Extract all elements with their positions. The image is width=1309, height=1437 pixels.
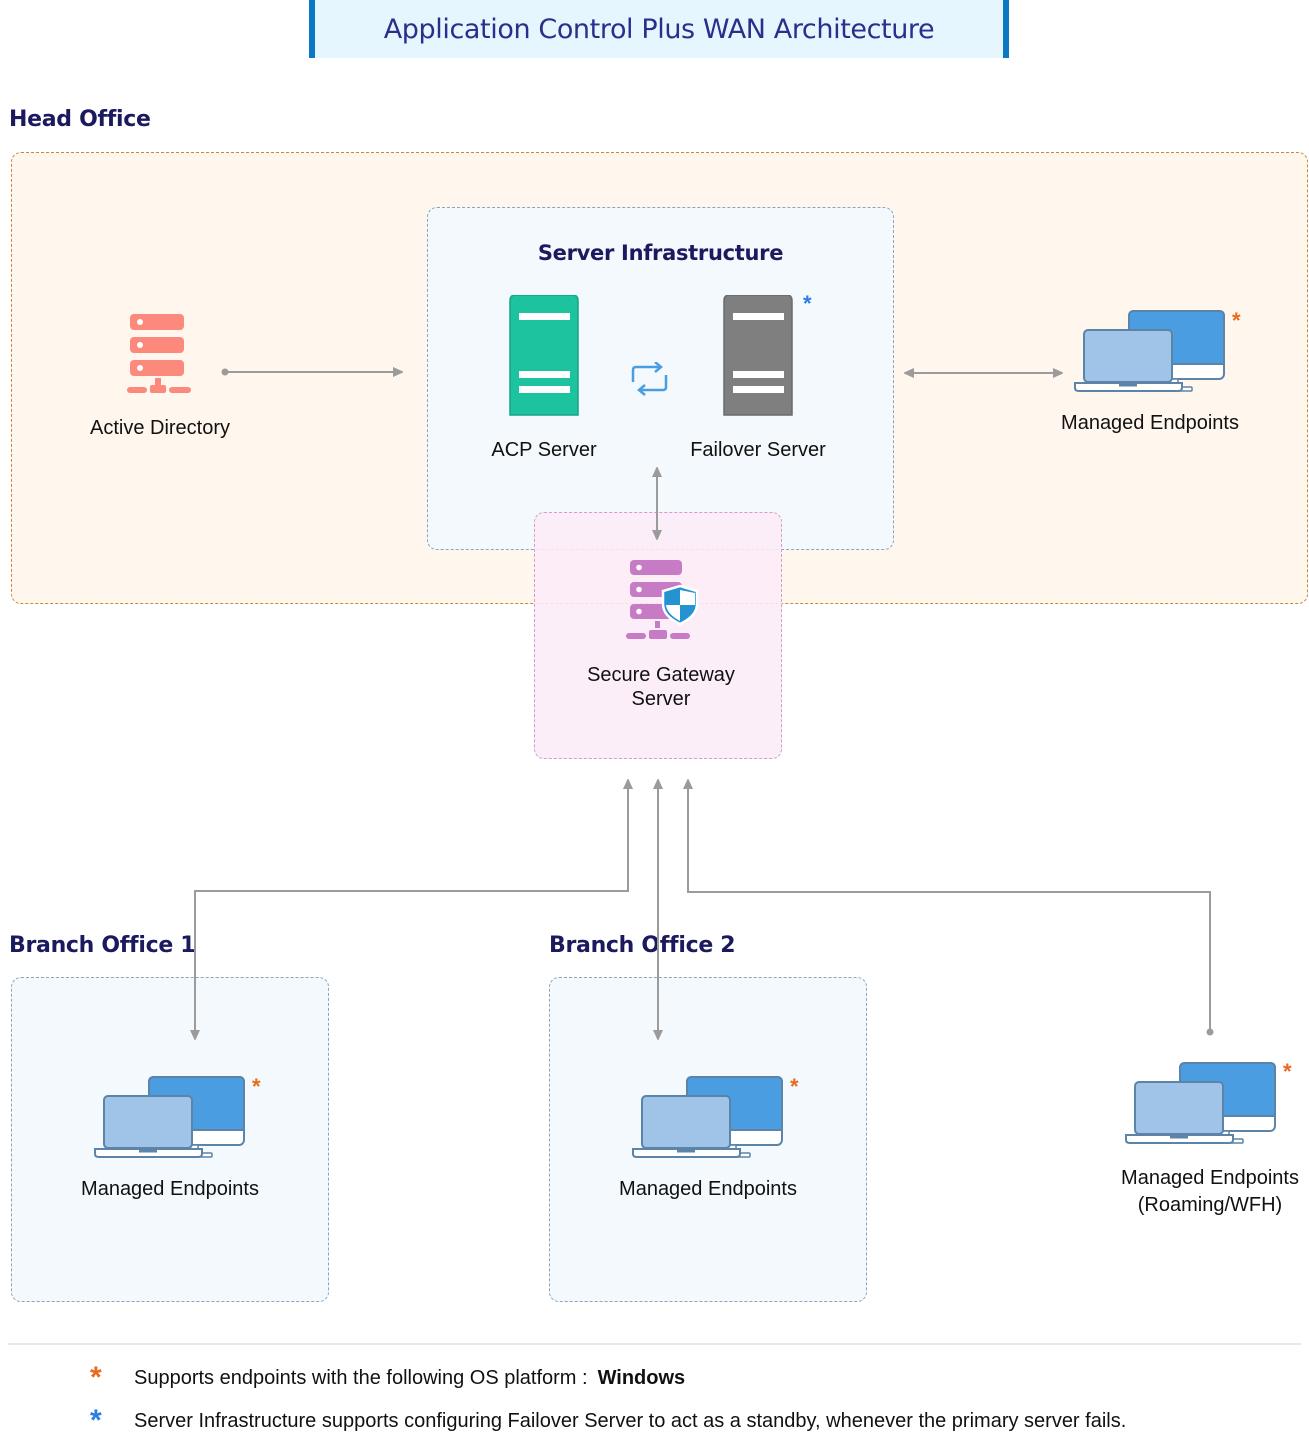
secure-gateway-label-line2: Server	[631, 688, 691, 710]
legend-text: Supports endpoints with the following OS…	[134, 1366, 588, 1389]
legend-item-windows: * Supports endpoints with the following …	[90, 1363, 685, 1393]
branch-2-endpoints-label: Managed Endpoints	[619, 1178, 797, 1200]
secure-gateway-label-line1: Secure Gateway	[587, 664, 735, 686]
endpoint-star-marker: *	[790, 1074, 799, 1099]
diagram-title: Application Control Plus WAN Architectur…	[383, 13, 935, 45]
legend-text: Server Infrastructure supports configuri…	[134, 1409, 1127, 1432]
head-office-label: Head Office	[9, 107, 151, 132]
laptop-monitor-icon	[94, 1076, 245, 1158]
sync-arrows-icon	[631, 362, 668, 396]
endpoint-star-marker: *	[252, 1074, 261, 1099]
acp-server-icon	[509, 295, 579, 416]
acp-server-label: ACP Server	[491, 439, 597, 461]
failover-server-icon	[723, 295, 793, 416]
server-infrastructure-title: Server Infrastructure	[537, 241, 784, 265]
active-directory-icon	[127, 314, 191, 393]
roaming-label-line1: Managed Endpoints	[1121, 1167, 1299, 1189]
legend-bold: Windows	[597, 1366, 686, 1389]
branch-office-1-label: Branch Office 1	[9, 933, 196, 958]
head-office-endpoints-label: Managed Endpoints	[1061, 412, 1239, 434]
roaming-endpoints-label: Managed Endpoints (Roaming/WFH)	[1100, 1165, 1309, 1219]
laptop-monitor-icon	[1125, 1062, 1276, 1144]
laptop-monitor-icon	[1074, 310, 1225, 392]
secure-gateway-icon	[626, 560, 699, 639]
branch-1-endpoints-label: Managed Endpoints	[81, 1178, 259, 1200]
legend-divider	[8, 1343, 1301, 1345]
blue-asterisk-icon: *	[90, 1404, 102, 1437]
legend-item-failover: * Server Infrastructure supports configu…	[90, 1406, 1126, 1436]
roaming-to-gateway-arrow	[688, 780, 1211, 1032]
endpoint-star-marker: *	[1232, 308, 1241, 333]
roaming-label-line2: (Roaming/WFH)	[1137, 1194, 1283, 1216]
laptop-monitor-icon	[632, 1076, 783, 1158]
title-banner: Application Control Plus WAN Architectur…	[309, 0, 1009, 58]
orange-asterisk-icon: *	[90, 1361, 102, 1394]
branch1-to-gateway-arrow	[195, 780, 628, 1039]
active-directory-label: Active Directory	[89, 417, 231, 439]
endpoint-star-marker: *	[1283, 1059, 1292, 1084]
roaming-connector-dot	[1206, 1028, 1214, 1036]
failover-server-label: Failover Server	[690, 439, 826, 461]
failover-star-marker: *	[803, 291, 812, 316]
secure-gateway-label: Secure Gateway Server	[534, 663, 788, 711]
